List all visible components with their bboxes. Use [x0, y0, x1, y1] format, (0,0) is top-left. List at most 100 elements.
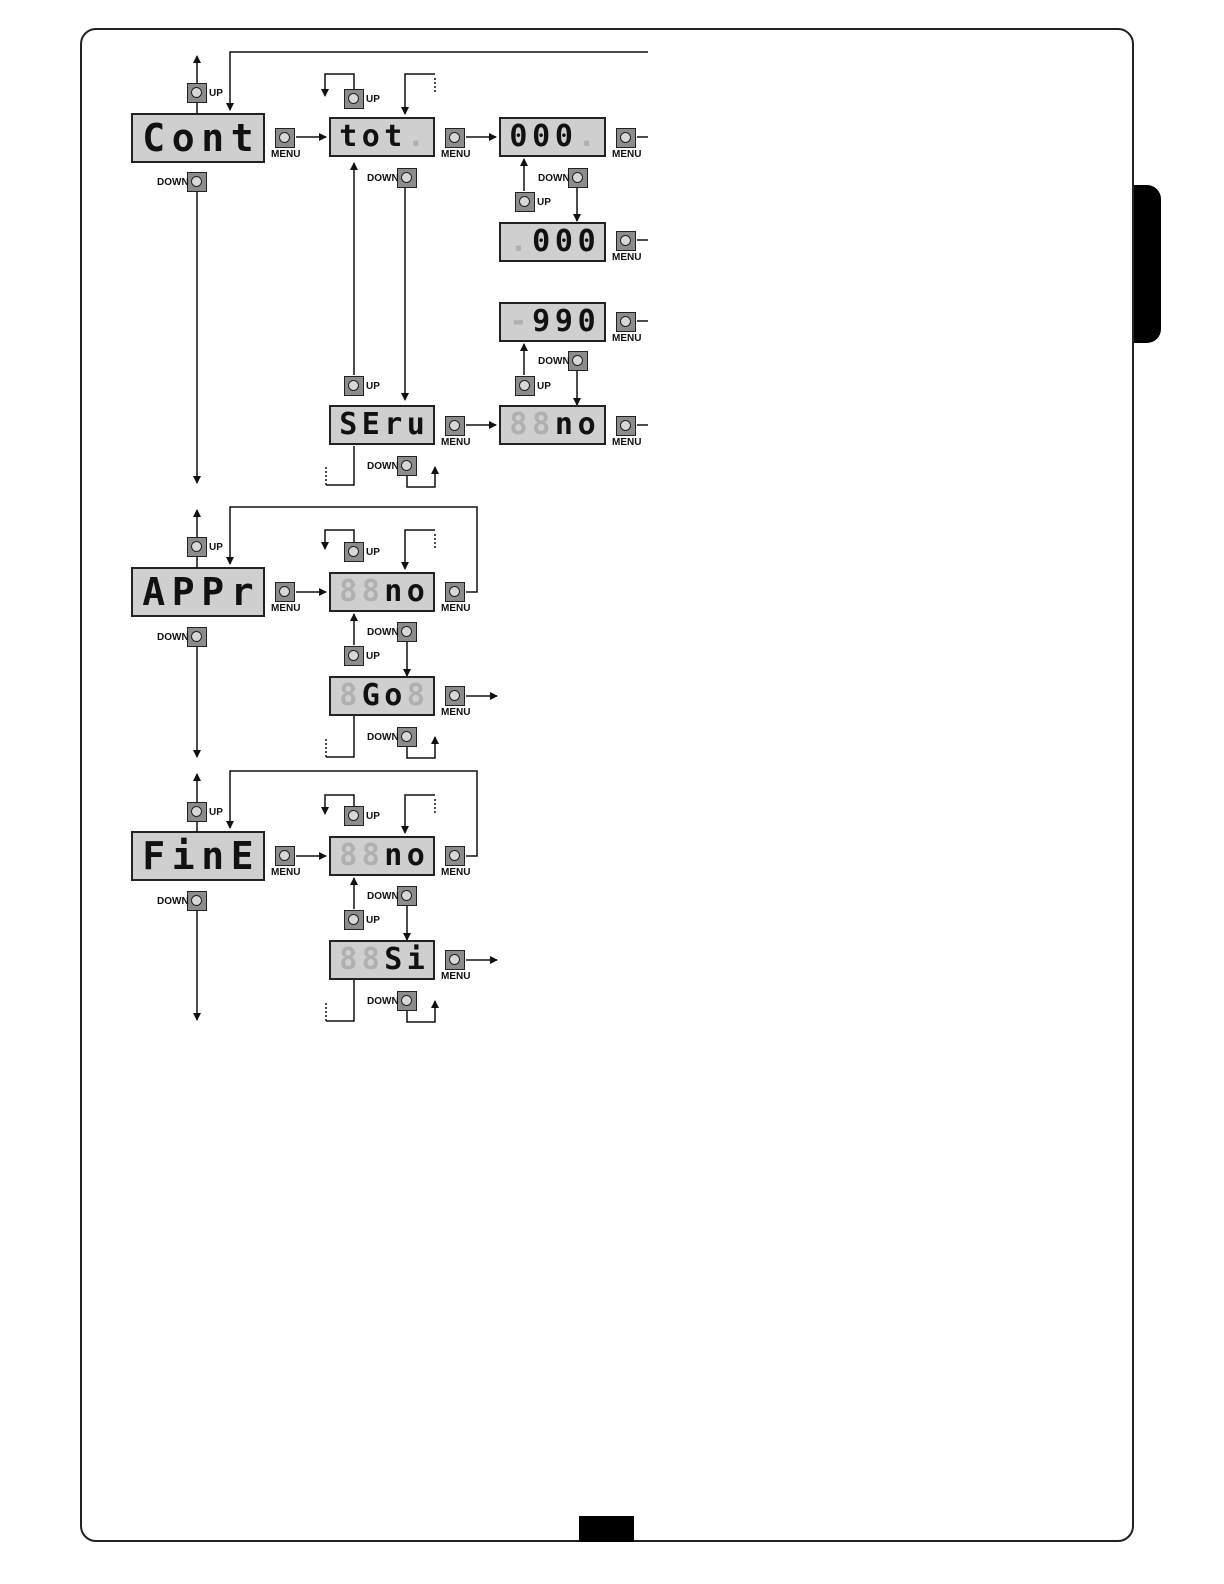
tot-up-button[interactable]: [344, 89, 364, 109]
count-0000-menu-button[interactable]: [616, 231, 636, 251]
serv-down-loop-left: [326, 446, 354, 485]
servno-up-button[interactable]: [515, 376, 535, 396]
tot-return-line: [405, 74, 435, 114]
display-digit: S: [384, 945, 402, 975]
finesi-up-button[interactable]: [344, 910, 364, 930]
apprgo-down-button[interactable]: [397, 727, 417, 747]
serv-no-menu-label: MENU: [612, 437, 641, 448]
apprno-up-button[interactable]: [344, 542, 364, 562]
display-digit: o: [407, 841, 425, 871]
count-up-button[interactable]: [515, 192, 535, 212]
fineno-down-button[interactable]: [397, 886, 417, 906]
tot-menu-button[interactable]: [445, 128, 465, 148]
display-digit: 0: [555, 122, 573, 152]
display-digit: o: [578, 410, 596, 440]
display-digit: o: [362, 122, 380, 152]
serv-down-label: DOWN: [367, 461, 399, 472]
count-down-button[interactable]: [568, 168, 588, 188]
appr-menu-button[interactable]: [275, 582, 295, 602]
fine-menu-label: MENU: [271, 867, 300, 878]
finesi-menu-button[interactable]: [445, 950, 465, 970]
display-digit: 9: [555, 307, 573, 337]
serv-menu-button[interactable]: [445, 416, 465, 436]
fineno-up-label: UP: [366, 811, 380, 822]
serv-menu-label: MENU: [441, 437, 470, 448]
tot-menu-label: MENU: [441, 149, 470, 160]
cont-up-label: UP: [209, 88, 223, 99]
serv-no-menu-button[interactable]: [616, 416, 636, 436]
apprno-menu-button[interactable]: [445, 582, 465, 602]
display-count-0000: .000: [499, 222, 606, 262]
fineno-menu-button[interactable]: [445, 846, 465, 866]
display-digit: F: [142, 837, 165, 875]
display-digit: P: [172, 573, 195, 611]
fineno-return-line: [405, 795, 435, 833]
display-digit: n: [384, 841, 402, 871]
display-digit: i: [407, 945, 425, 975]
display-digit: 0: [578, 227, 596, 257]
fineno-down-label: DOWN: [367, 891, 399, 902]
display-digit: E: [362, 410, 380, 440]
apprgo-menu-button[interactable]: [445, 686, 465, 706]
cont-down-label: DOWN: [157, 177, 189, 188]
display-digit: r: [384, 410, 402, 440]
cont-down-button[interactable]: [187, 172, 207, 192]
count-990-menu-button[interactable]: [616, 312, 636, 332]
display-digit: .: [407, 122, 425, 152]
display-digit: G: [362, 681, 380, 711]
display-digit: 8: [339, 841, 357, 871]
count-0000-menu-label: MENU: [612, 252, 641, 263]
finesi-down-label: DOWN: [367, 996, 399, 1007]
display-digit: C: [142, 119, 165, 157]
display-digit: 8: [509, 410, 527, 440]
display-digit: n: [384, 577, 402, 607]
fine-down-button[interactable]: [187, 891, 207, 911]
display-digit: u: [407, 410, 425, 440]
fine-up-button[interactable]: [187, 802, 207, 822]
display-digit: 8: [339, 577, 357, 607]
appr-up-button[interactable]: [187, 537, 207, 557]
cont-menu-button[interactable]: [275, 128, 295, 148]
count-down-label: DOWN: [538, 173, 570, 184]
display-digit: 0: [509, 122, 527, 152]
servno-up-label: UP: [537, 381, 551, 392]
apprgo-up-button[interactable]: [344, 646, 364, 666]
display-fine-si: 88Si: [329, 940, 435, 980]
finesi-menu-label: MENU: [441, 971, 470, 982]
display-digit: t: [339, 122, 357, 152]
display-digit: 8: [407, 681, 425, 711]
serv-up-button[interactable]: [344, 376, 364, 396]
apprgo-down-loop-left: [326, 716, 354, 757]
display-digit: 8: [339, 681, 357, 711]
tot-down-button[interactable]: [397, 168, 417, 188]
tot-up-label: UP: [366, 94, 380, 105]
display-digit: r: [231, 573, 254, 611]
count-000-menu-button[interactable]: [616, 128, 636, 148]
display-digit: 9: [532, 307, 550, 337]
fineno-menu-label: MENU: [441, 867, 470, 878]
display-digit: -: [509, 307, 527, 337]
fine-menu-button[interactable]: [275, 846, 295, 866]
fineno-up-button[interactable]: [344, 806, 364, 826]
display-digit: 8: [362, 841, 380, 871]
serv-down-button[interactable]: [397, 456, 417, 476]
apprgo-down-label: DOWN: [367, 732, 399, 743]
apprno-down-button[interactable]: [397, 622, 417, 642]
display-digit: 8: [532, 410, 550, 440]
appr-down-button[interactable]: [187, 627, 207, 647]
display-digit: 8: [362, 945, 380, 975]
appr-down-label: DOWN: [157, 632, 189, 643]
display-digit: 0: [555, 227, 573, 257]
display-appr: APPr: [131, 567, 265, 617]
finesi-down-button[interactable]: [397, 991, 417, 1011]
cont-up-button[interactable]: [187, 83, 207, 103]
display-digit: o: [407, 577, 425, 607]
display-digit: P: [201, 573, 224, 611]
display-digit: i: [172, 837, 195, 875]
display-digit: .: [509, 227, 527, 257]
display-digit: t: [384, 122, 402, 152]
servno-down-button[interactable]: [568, 351, 588, 371]
apprno-menu-label: MENU: [441, 603, 470, 614]
